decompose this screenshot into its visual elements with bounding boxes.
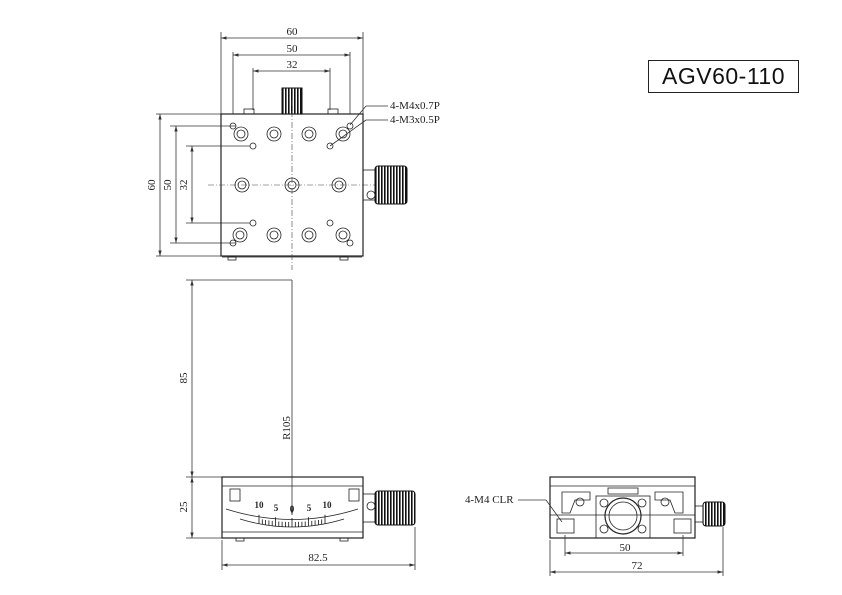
scale-ticks <box>258 514 326 527</box>
base-foot <box>235 537 245 542</box>
m3-hole <box>346 239 354 247</box>
top-tab <box>327 108 339 115</box>
screw-hole <box>599 524 609 534</box>
leader-clr <box>545 499 563 523</box>
dim-length: 82.5 <box>308 552 328 564</box>
side-knob <box>374 490 416 526</box>
side-block <box>348 488 360 502</box>
dim-height-85: 85 <box>178 372 190 384</box>
top-view: 60 50 32 60 50 32 <box>146 26 440 270</box>
knob-hub <box>362 493 376 523</box>
clr-hole <box>660 497 670 507</box>
model-title: AGV60-110 <box>662 63 785 89</box>
dim-end-50: 50 <box>620 542 632 554</box>
leader-m4 <box>349 105 367 126</box>
mount-hole <box>301 126 317 142</box>
worm-housing <box>595 495 651 539</box>
scale-label: 10 <box>255 500 265 510</box>
dim-height-32: 32 <box>178 180 190 191</box>
mount-hole <box>301 227 317 243</box>
side-knob <box>374 165 408 205</box>
lock-screw <box>366 501 376 511</box>
callout-clr: 4-M4 CLR <box>465 494 514 506</box>
m3-hole <box>249 142 257 150</box>
screw-hole <box>599 498 609 508</box>
dim-width-32: 32 <box>287 59 298 71</box>
worm-gear <box>604 497 642 535</box>
dim-radius: R105 <box>281 416 293 440</box>
scale-label: 5 <box>274 503 279 513</box>
mount-block <box>673 518 692 534</box>
callout-m4: 4-M4x0.7P <box>390 100 440 112</box>
m3-hole <box>229 239 237 247</box>
lock-screw <box>366 190 376 200</box>
dim-height-25: 25 <box>178 501 190 513</box>
end-view: 4-M4 CLR 50 72 <box>465 476 726 576</box>
mount-hole <box>266 126 282 142</box>
screw-hole <box>637 498 647 508</box>
mount-hole <box>233 126 249 142</box>
dim-end-72: 72 <box>632 560 643 572</box>
base-foot <box>227 256 237 261</box>
side-block <box>229 488 241 502</box>
m3-hole <box>249 219 257 227</box>
mount-hole <box>284 177 300 193</box>
m3-hole <box>326 219 334 227</box>
end-knob <box>702 501 726 527</box>
base-foot <box>339 256 349 261</box>
mount-hole <box>331 177 347 193</box>
m4-hole-grid <box>232 126 351 243</box>
dim-width-60: 60 <box>287 26 299 38</box>
screw-hole <box>637 524 647 534</box>
scale-label: 0 <box>290 504 295 514</box>
callout-m3: 4-M3x0.5P <box>390 114 440 126</box>
m3-hole <box>326 142 334 150</box>
dim-width-50: 50 <box>287 43 299 55</box>
knob-hub <box>694 505 704 523</box>
mount-block <box>556 518 575 534</box>
m3-hole <box>346 122 354 130</box>
side-view: 85 25 R105 10 5 0 5 10 82.5 <box>178 279 416 570</box>
mount-hole <box>266 227 282 243</box>
dovetail-right <box>654 491 684 514</box>
dim-height-50: 50 <box>162 179 174 191</box>
dim-height-60: 60 <box>146 179 158 191</box>
model-title-box: AGV60-110 <box>648 60 799 93</box>
clr-hole <box>575 497 585 507</box>
mount-hole <box>234 177 250 193</box>
mount-hole <box>335 227 351 243</box>
leader-m3 <box>329 119 367 147</box>
top-clamp <box>607 487 639 495</box>
mount-hole <box>232 227 248 243</box>
base-foot <box>339 537 349 542</box>
worm-gear-inner <box>608 501 638 531</box>
dovetail-left <box>561 491 591 514</box>
mount-hole <box>335 126 351 142</box>
top-tab <box>243 108 255 115</box>
scale-label: 5 <box>307 503 312 513</box>
scale-label: 10 <box>323 500 333 510</box>
m3-hole <box>229 122 237 130</box>
